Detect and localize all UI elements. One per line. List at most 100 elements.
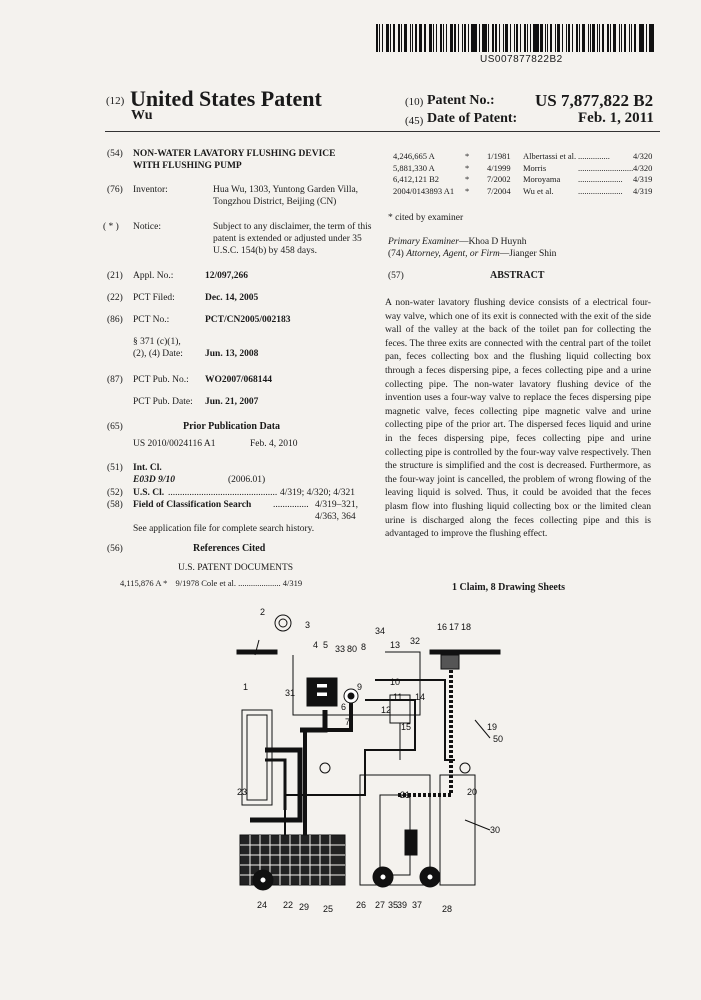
pub-no-code: (87) xyxy=(107,375,123,385)
inventor-line1: Hua Wu, 1303, Yuntong Garden Villa, xyxy=(213,185,359,195)
barcode-bar xyxy=(630,24,632,52)
figure-label: 15 xyxy=(401,722,411,732)
ref-number: 2004/0143893 A1 xyxy=(393,185,455,196)
figure-label: 5 xyxy=(323,640,328,650)
figure-label: 50 xyxy=(493,734,503,744)
figure-label: 32 xyxy=(410,636,420,646)
prior-code: (65) xyxy=(107,422,123,432)
figure-label: 33 xyxy=(335,644,345,654)
ref-date: 4/1999 xyxy=(487,162,511,173)
barcode-bar xyxy=(645,24,647,52)
ref-date: 1/1981 xyxy=(487,151,511,161)
inventor-surname: Wu xyxy=(131,108,153,123)
figure-label: 39 xyxy=(397,900,407,910)
cited-note: * cited by examiner xyxy=(388,213,464,223)
prior-title: Prior Publication Data xyxy=(183,421,281,432)
ref-dots: ..................... xyxy=(578,185,623,196)
pct-no-value: PCT/CN2005/002183 xyxy=(205,315,291,325)
figure-label: 11 xyxy=(393,692,402,702)
barcode-bar xyxy=(381,24,384,52)
figure-label: 19 xyxy=(487,722,497,732)
intcl-value: E03D 9/10 xyxy=(133,475,175,485)
barcode-bar xyxy=(599,24,601,52)
barcode-bar xyxy=(537,24,539,52)
barcode-bar xyxy=(547,24,549,52)
barcode-bar xyxy=(623,24,627,52)
refs-code: (56) xyxy=(107,544,123,554)
patent-date: Feb. 1, 2011 xyxy=(578,110,654,126)
barcode-bar xyxy=(488,24,490,52)
uscl-dots: ........................................… xyxy=(168,488,278,498)
barcode-bar xyxy=(443,24,445,52)
date-label: Date of Patent: xyxy=(427,111,518,126)
barcode-bar xyxy=(495,24,498,52)
ref-number: 6,412,121 B2 xyxy=(393,174,440,184)
ref-date: 7/2002 xyxy=(487,174,511,184)
barcode-bar xyxy=(433,24,435,52)
barcode-bar xyxy=(436,24,438,52)
uscl-code: (52) xyxy=(107,488,123,498)
notice-line3: U.S.C. 154(b) by 458 days. xyxy=(213,246,317,256)
figure-label: 1 xyxy=(243,682,248,692)
attorney-label: Attorney, Agent, or Firm xyxy=(406,249,500,259)
pub-date-label: PCT Pub. Date: xyxy=(133,397,193,407)
barcode-bar xyxy=(409,24,411,52)
barcode-bar xyxy=(482,24,485,52)
barcode-bar xyxy=(502,24,505,52)
barcode-bar xyxy=(449,24,454,52)
uscl-value: 4/319; 4/320; 4/321 xyxy=(280,488,355,498)
ref-star: * xyxy=(465,185,470,196)
field-note: See application file for complete search… xyxy=(133,524,315,534)
doc-type: United States Patent xyxy=(130,86,322,111)
barcode-bar xyxy=(429,24,433,52)
figure-label: 16 xyxy=(437,622,447,632)
barcode-bar xyxy=(545,24,547,52)
barcode-bar xyxy=(510,24,512,52)
patent-no-code: (10) xyxy=(405,96,424,108)
s371-line2: (2), (4) Date: xyxy=(133,349,183,359)
intcl-year: (2006.01) xyxy=(228,475,266,485)
barcode-bar xyxy=(652,24,654,52)
examiner-label: Primary Examiner xyxy=(388,237,459,247)
figure-label: 20 xyxy=(467,787,477,797)
figure-label: 9 xyxy=(357,682,362,692)
figure-label: 22 xyxy=(283,900,293,910)
claims-count: 1 Claim, 8 Drawing Sheets xyxy=(452,582,566,593)
ref-class: 4/319 xyxy=(282,578,303,588)
ref-star: * xyxy=(465,162,470,173)
pct-no-label: PCT No.: xyxy=(133,315,170,325)
ref-dots: .......................... xyxy=(578,162,634,173)
patent-no-label: Patent No.: xyxy=(427,93,495,108)
barcode-bar xyxy=(385,24,390,52)
figure-label: 18 xyxy=(461,622,471,632)
prior-value: US 2010/0024116 A1 xyxy=(133,439,216,449)
pct-filed-label: PCT Filed: xyxy=(133,293,175,303)
barcode-bar xyxy=(411,24,413,52)
barcode-bar xyxy=(628,24,630,52)
barcode-bar xyxy=(457,24,460,52)
figure-label: 23 xyxy=(237,787,247,797)
barcode-bar xyxy=(640,24,644,52)
pct-filed-code: (22) xyxy=(107,293,123,303)
barcode-bar xyxy=(567,24,571,52)
figure-label: 25 xyxy=(323,904,333,914)
s371-line1: § 371 (c)(1), xyxy=(133,337,181,347)
figure-label: 10 xyxy=(390,677,400,687)
barcode-bar xyxy=(597,24,599,52)
ref-dots: ............... xyxy=(578,151,610,161)
figure-label: 17 xyxy=(449,622,459,632)
barcode-bar xyxy=(649,24,652,52)
figure-label: 4 xyxy=(313,640,318,650)
intcl-label: Int. Cl. xyxy=(133,463,162,473)
ref-class: 4/320 xyxy=(633,162,653,173)
appl-code: (21) xyxy=(107,271,123,281)
pct-no-code: (86) xyxy=(107,315,123,325)
barcode-bar xyxy=(554,24,557,52)
ref-dots: .................... xyxy=(238,578,281,588)
field-code: (58) xyxy=(107,500,123,510)
barcode-bar xyxy=(389,24,392,52)
figure-label: 30 xyxy=(490,825,500,835)
figure-label: 2 xyxy=(260,607,265,617)
s371-value: Jun. 13, 2008 xyxy=(205,349,259,359)
